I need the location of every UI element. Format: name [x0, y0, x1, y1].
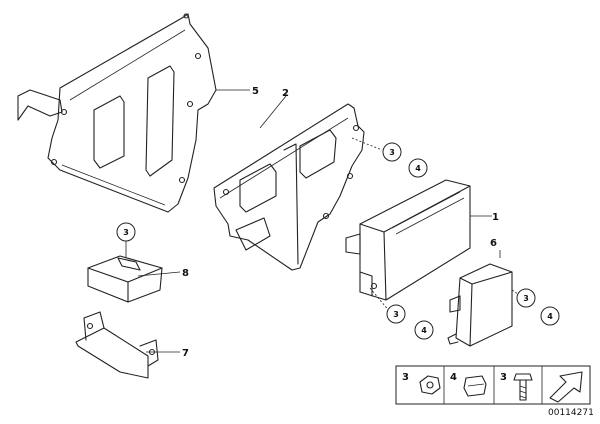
right-module-part: [447, 263, 513, 347]
legend-label-2: 4: [450, 372, 457, 383]
lower-bracket-part: [75, 311, 159, 379]
leader-lines: [125, 89, 519, 353]
ref-circle-3-module: 3: [116, 222, 136, 242]
direction-arrow: [549, 371, 583, 403]
callout-6: 6: [490, 238, 497, 249]
svg-text:4: 4: [421, 326, 427, 335]
document-id: 00114271: [548, 408, 594, 418]
callout-1: 1: [492, 212, 499, 223]
callout-2: 2: [282, 88, 289, 99]
svg-text:3: 3: [123, 228, 129, 237]
nut-icon: [419, 375, 441, 395]
svg-text:4: 4: [547, 312, 553, 321]
legend-screw: 3: [500, 372, 533, 401]
svg-text:3: 3: [393, 310, 399, 319]
callout-7: 7: [182, 348, 189, 359]
legend-nut: 3: [402, 372, 441, 395]
svg-text:3: 3: [389, 148, 395, 157]
callout-8: 8: [182, 268, 189, 279]
clip-nut-icon: [463, 375, 487, 397]
fastener-legend: 3 4 3: [395, 365, 591, 405]
small-module-part: [87, 255, 163, 303]
center-bracket-part: [213, 103, 365, 271]
screw-icon: [513, 373, 533, 381]
ref-circle-3-upper: 3: [382, 142, 402, 162]
ref-circle-4-lower: 4: [414, 320, 434, 340]
legend-label-1: 3: [402, 372, 409, 383]
callout-5: 5: [252, 86, 259, 97]
ref-circle-4-upper: 4: [408, 158, 428, 178]
arrow-icon: [549, 371, 583, 403]
ref-circle-3-right: 3: [516, 288, 536, 308]
legend-clip: 4: [450, 372, 487, 397]
ref-circle-4-right: 4: [540, 306, 560, 326]
control-unit-part: [345, 179, 471, 301]
legend-label-3: 3: [500, 372, 507, 383]
mounting-bracket-part: [17, 13, 217, 213]
svg-text:3: 3: [523, 294, 529, 303]
ref-circle-3-lower: 3: [386, 304, 406, 324]
svg-text:4: 4: [415, 164, 421, 173]
